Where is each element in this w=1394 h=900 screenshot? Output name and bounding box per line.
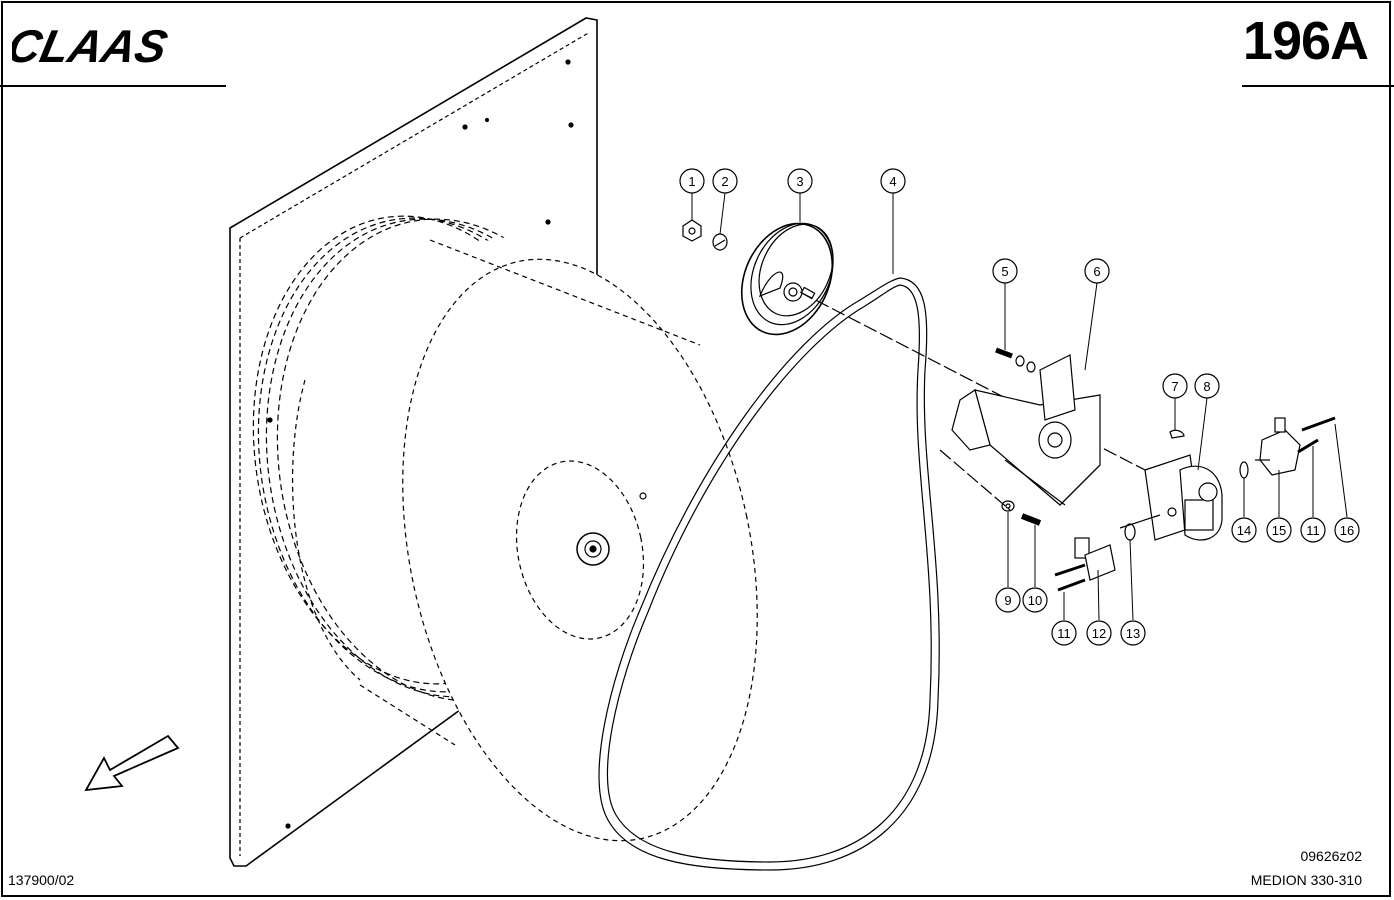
claas-logo-text: CLAAS: [12, 20, 172, 68]
svg-text:11: 11: [1306, 523, 1320, 538]
callout-10: 10: [1022, 587, 1048, 613]
callout-2: 2: [712, 168, 738, 194]
fan-drum: [291, 230, 758, 842]
key: [1169, 429, 1185, 439]
mounting-bracket: [951, 354, 1101, 506]
svg-text:12: 12: [1092, 626, 1106, 641]
svg-text:9: 9: [1004, 593, 1011, 608]
svg-text:3: 3: [796, 174, 803, 189]
svg-text:16: 16: [1340, 523, 1354, 538]
nut: [682, 219, 702, 242]
callout-11a: 11: [1051, 620, 1077, 646]
svg-text:5: 5: [1001, 264, 1008, 279]
svg-text:7: 7: [1171, 379, 1178, 394]
svg-text:6: 6: [1093, 264, 1100, 279]
washer-9: [1001, 500, 1015, 512]
elbow-fitting: [1054, 537, 1116, 592]
header-rule-left: [0, 85, 226, 87]
svg-text:13: 13: [1126, 626, 1140, 641]
seal-ring-13: [1124, 523, 1136, 541]
callout-6: 6: [1084, 258, 1110, 284]
document-number: 137900/02: [8, 872, 75, 888]
svg-text:4: 4: [889, 174, 896, 189]
assembly-axis: [799, 291, 1146, 511]
svg-text:1: 1: [688, 174, 695, 189]
hydraulic-pump: [1119, 454, 1223, 541]
svg-text:15: 15: [1272, 523, 1286, 538]
page-number: 196A: [1242, 11, 1369, 71]
callout-5: 5: [992, 258, 1018, 284]
callout-3: 3: [787, 168, 813, 194]
svg-text:14: 14: [1237, 523, 1251, 538]
callout-16: 16: [1334, 517, 1360, 543]
callout-4: 4: [880, 168, 906, 194]
bolt-10: [1020, 513, 1042, 526]
claas-logo: CLAAS: [12, 20, 172, 68]
callout-14: 14: [1231, 517, 1257, 543]
pulley: [740, 222, 834, 336]
callout-8: 8: [1194, 373, 1220, 399]
callout-1: 1: [679, 168, 705, 194]
svg-text:2: 2: [721, 174, 728, 189]
callout-11b: 11: [1300, 517, 1326, 543]
bolt-5: [995, 347, 1036, 373]
drawing-code: 09626z02: [1300, 848, 1362, 864]
svg-text:10: 10: [1028, 593, 1042, 608]
lock-washer: [712, 233, 728, 251]
callout-12: 12: [1086, 620, 1112, 646]
svg-text:8: 8: [1203, 379, 1210, 394]
arrow-down-left-icon: [84, 734, 180, 792]
leader-lines: [691, 192, 1348, 621]
model-name: MEDION 330-310: [1250, 872, 1362, 888]
callout-7: 7: [1162, 373, 1188, 399]
callout-13: 13: [1120, 620, 1146, 646]
callout-15: 15: [1266, 517, 1292, 543]
seal-ring-14: [1239, 461, 1249, 479]
svg-text:11: 11: [1057, 626, 1071, 641]
header-rule-right: [1242, 85, 1394, 87]
callout-9: 9: [995, 587, 1021, 613]
v-belt: [598, 277, 940, 871]
pump-fitting: [1255, 416, 1336, 476]
